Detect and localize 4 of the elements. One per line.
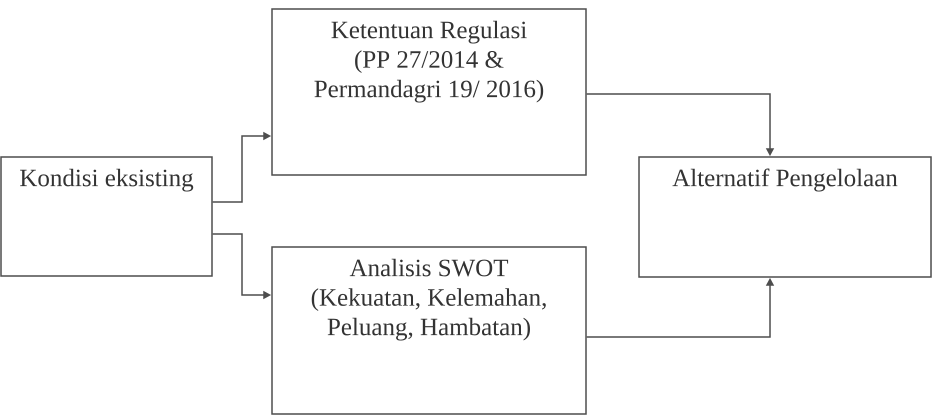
- process-box: Analisis SWOT (Kekuatan, Kelemahan, Peluang, Hambatan): [271, 246, 587, 415]
- process-box: Kondisi eksisting: [0, 156, 213, 277]
- process-box: Alternatif Pengelolaan: [638, 156, 932, 278]
- process-box: Ketentuan Regulasi (PP 27/2014 & Permandagri 19/ 2016): [271, 8, 587, 176]
